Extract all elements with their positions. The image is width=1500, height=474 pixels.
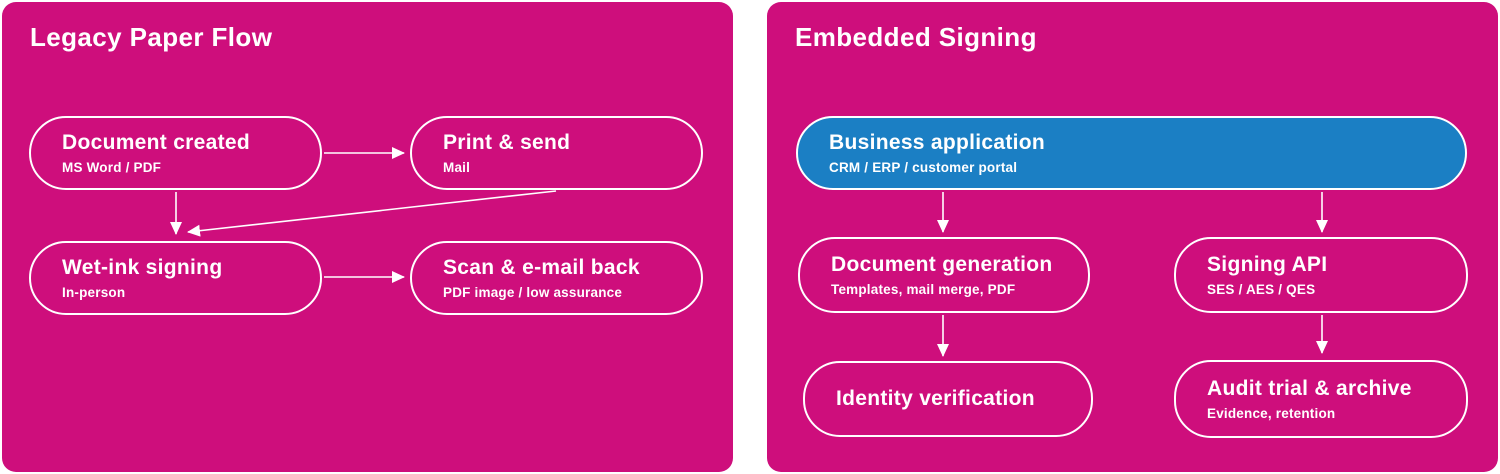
node-title: Signing API [1207, 253, 1328, 277]
node-title: Business application [829, 131, 1046, 155]
node-title: Document generation [831, 253, 1053, 277]
node-wet-ink-signing: Wet-ink signing In-person [29, 241, 322, 315]
node-subtitle: Evidence, retention [1207, 405, 1336, 421]
node-title: Audit trial & archive [1207, 377, 1412, 401]
node-scan-and-email-back: Scan & e-mail back PDF image / low assur… [410, 241, 703, 315]
node-subtitle: Templates, mail merge, PDF [831, 281, 1016, 297]
node-title: Identity verification [836, 386, 1035, 410]
node-identity-verification: Identity verification [803, 361, 1093, 437]
node-audit-trial-and-archive: Audit trial & archive Evidence, retentio… [1174, 360, 1468, 438]
node-title: Wet-ink signing [62, 256, 223, 280]
node-subtitle: SES / AES / QES [1207, 281, 1316, 297]
panel-title-embedded-signing: Embedded Signing [795, 22, 1037, 52]
node-subtitle: Mail [443, 159, 471, 175]
node-title: Document created [62, 131, 251, 155]
panel-embedded-signing: Embedded Signing Business application CR… [767, 2, 1498, 472]
node-title: Print & send [443, 131, 571, 155]
panel-legacy-paper-flow: Legacy Paper Flow Document created MS Wo… [2, 2, 733, 472]
node-subtitle: MS Word / PDF [62, 159, 162, 175]
node-subtitle: PDF image / low assurance [443, 284, 623, 300]
node-signing-api: Signing API SES / AES / QES [1174, 237, 1468, 313]
node-document-generation: Document generation Templates, mail merg… [798, 237, 1090, 313]
node-business-application: Business application CRM / ERP / custome… [796, 116, 1467, 190]
node-subtitle: CRM / ERP / customer portal [829, 159, 1018, 175]
panel-title-legacy-paper-flow: Legacy Paper Flow [30, 22, 273, 52]
node-document-created: Document created MS Word / PDF [29, 116, 322, 190]
node-print-and-send: Print & send Mail [410, 116, 703, 190]
node-title: Scan & e-mail back [443, 256, 640, 280]
node-subtitle: In-person [62, 284, 126, 300]
